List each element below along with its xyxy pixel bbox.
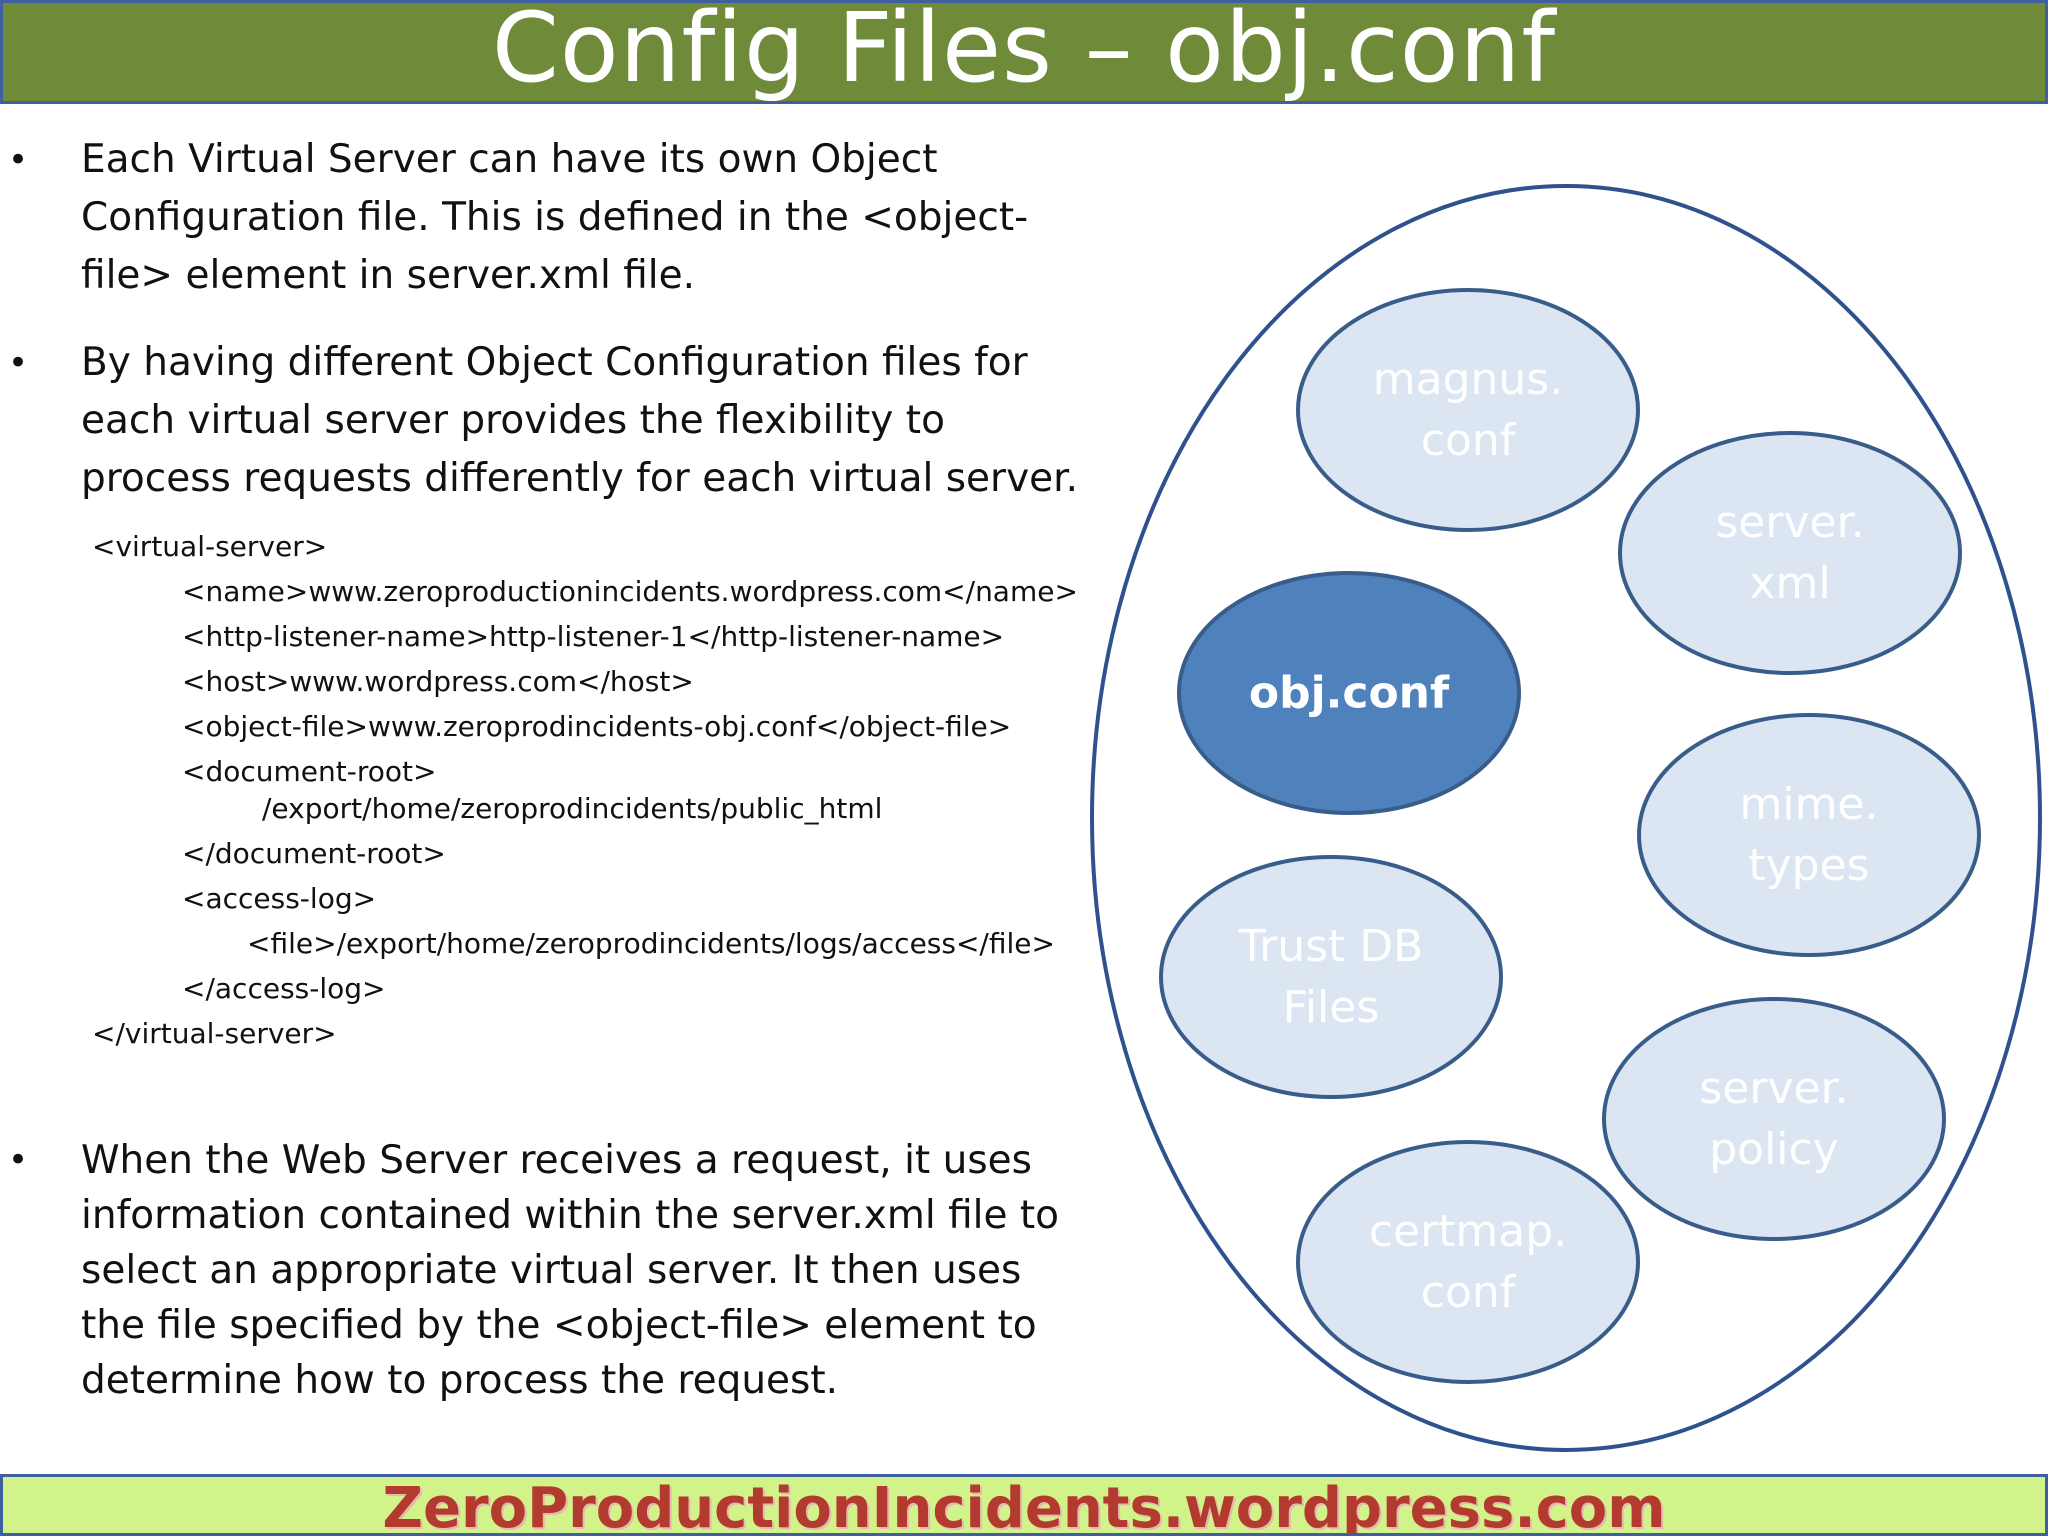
title-bar: Config Files – obj.conf bbox=[0, 0, 2048, 104]
node-label: conf bbox=[1421, 415, 1517, 466]
bullet-2: • By having different Object Configurati… bbox=[0, 334, 1080, 508]
node-ellipse bbox=[1177, 571, 1521, 815]
bullet-text: Each Virtual Server can have its own Obj… bbox=[81, 137, 1029, 298]
bullet-text: By having different Object Configuration… bbox=[81, 340, 1079, 501]
node-certmap-conf: certmap. conf bbox=[1296, 1140, 1640, 1384]
footer-site: ZeroProductionIncidents.wordpress.com bbox=[382, 1476, 1666, 1536]
code-line: <object-file>www.zeroprodincidents-obj.c… bbox=[182, 710, 1012, 743]
node-ellipse bbox=[1618, 431, 1962, 675]
slide-title: Config Files – obj.conf bbox=[491, 0, 1557, 104]
node-label: magnus. bbox=[1373, 354, 1563, 405]
node-ellipse bbox=[1159, 855, 1503, 1099]
code-line: </document-root> bbox=[182, 837, 446, 870]
code-line: <name>www.zeroproductionincidents.wordpr… bbox=[182, 575, 1078, 608]
node-label: Trust DB bbox=[1238, 921, 1424, 972]
code-line: <file>/export/home/zeroprodincidents/log… bbox=[247, 927, 1055, 960]
node-label: policy bbox=[1709, 1124, 1839, 1175]
node-trust-db-files: Trust DB Files bbox=[1159, 855, 1503, 1099]
node-obj-conf: obj.conf bbox=[1177, 571, 1521, 815]
node-label: server. bbox=[1715, 497, 1864, 548]
node-label: obj.conf bbox=[1249, 668, 1450, 719]
bullet-dot: • bbox=[8, 1140, 29, 1180]
bullet-1: • Each Virtual Server can have its own O… bbox=[0, 131, 1080, 305]
node-ellipse bbox=[1296, 288, 1640, 532]
node-label: xml bbox=[1749, 558, 1830, 609]
node-label: Files bbox=[1283, 982, 1380, 1033]
node-mime-types: mime. types bbox=[1637, 713, 1981, 957]
node-label: types bbox=[1748, 840, 1869, 891]
node-server-xml: server. xml bbox=[1618, 431, 1962, 675]
config-nodes: magnus.confserver.xmlobj.confmime.typesT… bbox=[1159, 288, 1981, 1384]
code-line: <host>www.wordpress.com</host> bbox=[182, 665, 694, 698]
node-label: mime. bbox=[1739, 779, 1878, 830]
footer-bar: ZeroProductionIncidents.wordpress.com bbox=[0, 1474, 2048, 1536]
node-server-policy: server. policy bbox=[1602, 997, 1946, 1241]
node-ellipse bbox=[1602, 997, 1946, 1241]
code-line: <http-listener-name>http-listener-1</htt… bbox=[182, 620, 1005, 653]
code-line: /export/home/zeroprodincidents/public_ht… bbox=[262, 792, 883, 825]
code-line: <virtual-server> bbox=[92, 530, 328, 563]
node-magnus-conf: magnus. conf bbox=[1296, 288, 1640, 532]
bullet-dot: • bbox=[8, 140, 29, 180]
bullet-3: • When the Web Server receives a request… bbox=[0, 1133, 1080, 1408]
bullet-text: When the Web Server receives a request, … bbox=[81, 1138, 1060, 1403]
node-ellipse bbox=[1296, 1140, 1640, 1384]
code-line: </access-log> bbox=[182, 972, 386, 1005]
node-label: certmap. bbox=[1369, 1206, 1567, 1257]
code-line: <access-log> bbox=[182, 882, 377, 915]
code-line: </virtual-server> bbox=[92, 1017, 337, 1050]
bullet-dot: • bbox=[8, 343, 29, 383]
config-files-diagram: magnus.confserver.xmlobj.confmime.typesT… bbox=[1090, 184, 2042, 1452]
node-label: conf bbox=[1421, 1267, 1517, 1318]
node-label: server. bbox=[1699, 1063, 1848, 1114]
node-ellipse bbox=[1637, 713, 1981, 957]
code-line: <document-root> bbox=[182, 755, 437, 788]
